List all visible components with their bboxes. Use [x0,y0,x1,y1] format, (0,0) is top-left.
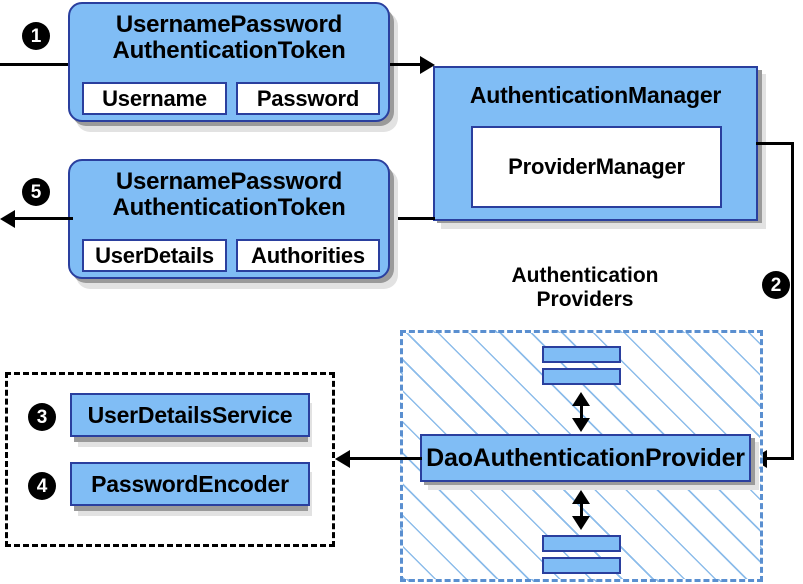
manager-to-provider-line-top [756,142,794,145]
step-marker-1-label: 1 [30,25,42,47]
provider-link-arrow-bottom-down [572,516,590,530]
step-marker-2: 2 [762,271,790,299]
auth-manager-title: AuthenticationManager [469,82,722,108]
request-token-field-username-label: Username [102,85,207,111]
user-details-service-box[interactable]: UserDetailsService [70,393,310,437]
manager-to-provider-line-vertical [791,142,794,458]
provider-to-services-arrowhead [335,450,350,468]
request-to-manager-line [390,63,428,66]
response-outbound-line [15,217,73,220]
provider-placeholder-bar-4[interactable] [542,557,621,574]
request-token-field-password-label: Password [256,85,360,111]
provider-link-arrow-bottom-up [572,490,590,504]
request-token-box[interactable]: UsernamePassword AuthenticationToken Use… [68,2,390,122]
provider-manager-box[interactable]: ProviderManager [471,126,722,208]
password-encoder-label: PasswordEncoder [91,470,289,497]
step-marker-4: 4 [28,472,56,500]
providers-group-title-line1: Authentication [511,264,659,287]
providers-group-title: Authentication Providers [470,264,700,311]
password-encoder-box[interactable]: PasswordEncoder [70,462,310,506]
manager-to-provider-line-bottom [766,457,794,460]
response-token-field-userdetails[interactable]: UserDetails [82,239,227,272]
provider-placeholder-bar-2[interactable] [542,368,621,385]
request-to-manager-arrowhead [420,56,435,74]
manager-to-response-line [390,217,435,220]
step-marker-4-label: 4 [36,475,48,497]
step-marker-2-label: 2 [770,274,782,296]
response-outbound-arrowhead [0,210,15,228]
provider-link-arrow-top-down [572,418,590,432]
services-group-container [5,372,335,547]
response-token-box[interactable]: UsernamePassword AuthenticationToken Use… [68,159,390,279]
user-details-service-label: UserDetailsService [87,401,293,428]
response-token-title-line2: AuthenticationToken [112,193,346,221]
response-token-field-authorities[interactable]: Authorities [236,239,380,272]
providers-group-title-line2: Providers [536,287,634,311]
response-token-field-authorities-label: Authorities [251,242,365,268]
request-token-title-line1: UsernamePassword [115,11,343,38]
response-token-title: UsernamePassword AuthenticationToken [70,161,388,221]
provider-to-services-line [350,457,422,460]
request-token-title-line2: AuthenticationToken [112,36,346,64]
request-token-field-password[interactable]: Password [236,82,380,115]
request-token-field-username[interactable]: Username [82,82,227,115]
provider-link-arrow-top-up [572,392,590,406]
provider-placeholder-bar-3[interactable] [542,535,621,552]
request-token-fields: Username Password [82,82,380,115]
step-marker-3-label: 3 [36,406,48,428]
auth-manager-box[interactable]: AuthenticationManager ProviderManager [433,66,758,221]
provider-manager-label: ProviderManager [508,154,685,180]
response-token-title-line1: UsernamePassword [115,168,343,195]
provider-link-line-bottom [580,498,583,520]
request-token-title: UsernamePassword AuthenticationToken [70,4,388,64]
request-inbound-line [0,63,72,66]
dao-provider-box[interactable]: DaoAuthenticationProvider [420,434,751,482]
step-marker-3: 3 [28,403,56,431]
step-marker-5-label: 5 [30,181,42,203]
response-token-fields: UserDetails Authorities [82,239,380,272]
provider-link-line-top [580,400,583,422]
step-marker-5: 5 [22,178,50,206]
response-token-field-userdetails-label: UserDetails [95,242,214,268]
provider-placeholder-bar-1[interactable] [542,346,621,363]
dao-provider-label: DaoAuthenticationProvider [426,443,745,472]
step-marker-1: 1 [22,22,50,50]
